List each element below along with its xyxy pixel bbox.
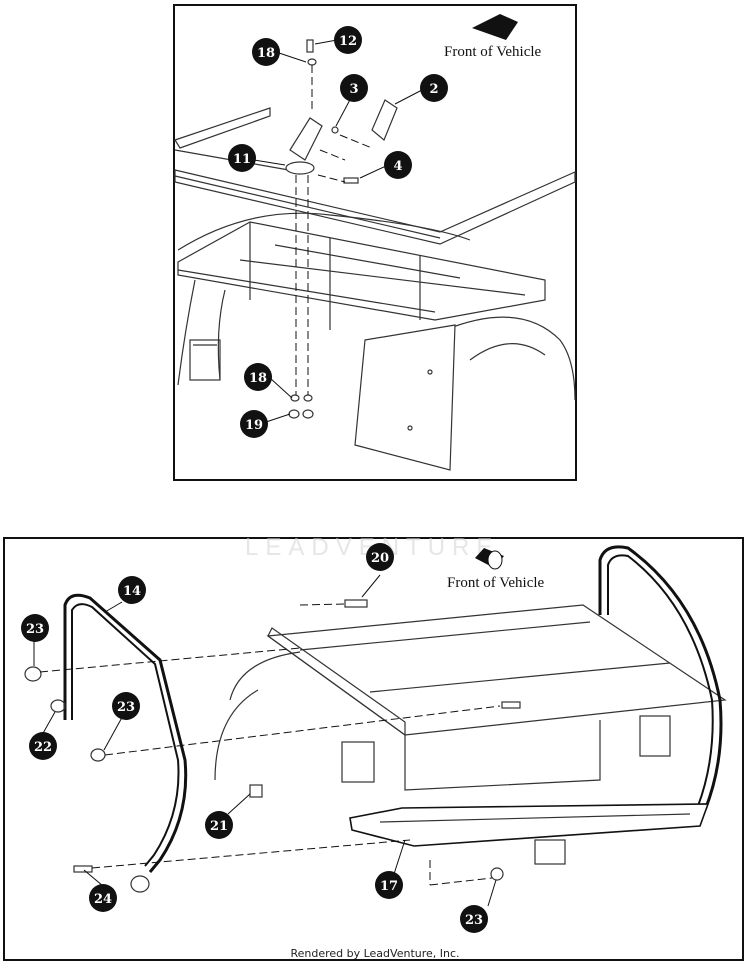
callout-19: 19 [245, 418, 263, 433]
callout-24: 24 [94, 892, 112, 907]
callout-23-bottom: 23 [465, 913, 483, 928]
bottom-dash-lines [39, 603, 501, 886]
callout-4: 4 [393, 159, 402, 174]
callout-3: 3 [349, 82, 358, 97]
callout-22: 22 [34, 740, 52, 755]
callout-18-top: 18 [257, 46, 275, 61]
callout-leaders [33, 39, 497, 907]
callout-circles [21, 26, 488, 933]
callout-21: 21 [210, 819, 228, 834]
callout-14: 14 [123, 584, 141, 599]
callout-12: 12 [339, 34, 357, 49]
callout-2: 2 [429, 82, 438, 97]
front-direction-arrow-icon [472, 14, 518, 40]
front-of-vehicle-label-top: Front of Vehicle [444, 44, 542, 60]
top-dash-lines [295, 65, 373, 395]
front-of-vehicle-label-bottom: Front of Vehicle [447, 575, 545, 591]
callout-18-lower: 18 [249, 371, 267, 386]
footer-credit: Rendered by LeadVenture, Inc. [290, 947, 460, 960]
callout-20: 20 [371, 551, 389, 566]
bottom-deck-drawing [24, 545, 727, 893]
callout-23-left: 23 [26, 622, 44, 637]
callout-17: 17 [380, 879, 398, 894]
callout-23-mid: 23 [117, 700, 135, 715]
top-frame-drawing [174, 14, 576, 471]
callout-11: 11 [233, 152, 251, 167]
